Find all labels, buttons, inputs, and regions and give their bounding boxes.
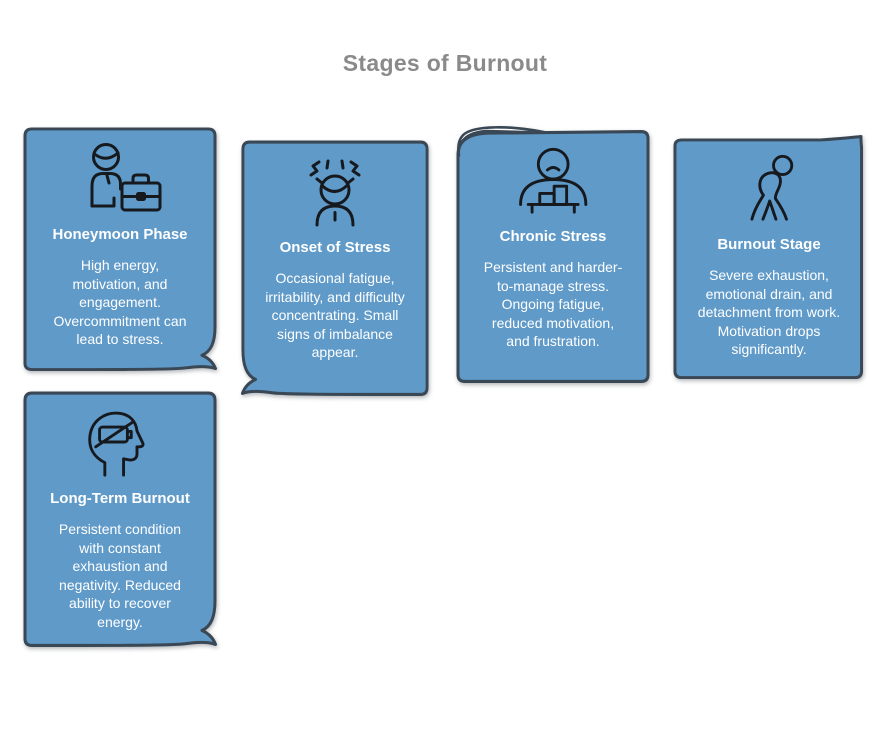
card-long-term-burnout: Long-Term Burnout Persistent condition w… bbox=[22, 390, 218, 648]
card-description: Persistent and harder-to-manage stress. … bbox=[483, 259, 623, 350]
card-title: Long-Term Burnout bbox=[50, 490, 190, 507]
sticky-note-shape bbox=[456, 126, 650, 383]
card-title: Honeymoon Phase bbox=[52, 226, 188, 243]
card-onset-of-stress: Onset of Stress Occasional fatigue, irri… bbox=[240, 139, 430, 397]
card-description: Occasional fatigue, irritability, and di… bbox=[265, 270, 405, 361]
sticky-note-shape bbox=[23, 391, 217, 647]
sticky-note-shape bbox=[673, 135, 864, 380]
page-title: Stages of Burnout bbox=[342, 50, 548, 76]
card-description: Severe exhaustion, emotional drain, and … bbox=[697, 267, 841, 358]
card-title: Onset of Stress bbox=[279, 239, 391, 256]
person-at-desk-icon bbox=[510, 144, 596, 216]
card-description: Persistent condition with constant exhau… bbox=[58, 521, 182, 631]
card-title: Chronic Stress bbox=[499, 228, 607, 245]
person-briefcase-icon bbox=[75, 142, 165, 214]
sticky-note-shape bbox=[240, 140, 429, 396]
slumped-person-icon bbox=[726, 152, 812, 224]
card-title: Burnout Stage bbox=[717, 236, 821, 253]
sticky-note-shape bbox=[23, 127, 217, 372]
drained-battery-head-icon bbox=[77, 406, 163, 478]
card-description: High energy, motivation, and engagement.… bbox=[53, 257, 187, 348]
card-honeymoon-phase: Honeymoon Phase High energy, motivation,… bbox=[22, 126, 218, 372]
card-chronic-stress: Chronic Stress Persistent and harder-to-… bbox=[455, 126, 651, 385]
card-burnout-stage: Burnout Stage Severe exhaustion, emotion… bbox=[672, 135, 866, 381]
stressed-person-icon bbox=[290, 155, 380, 227]
